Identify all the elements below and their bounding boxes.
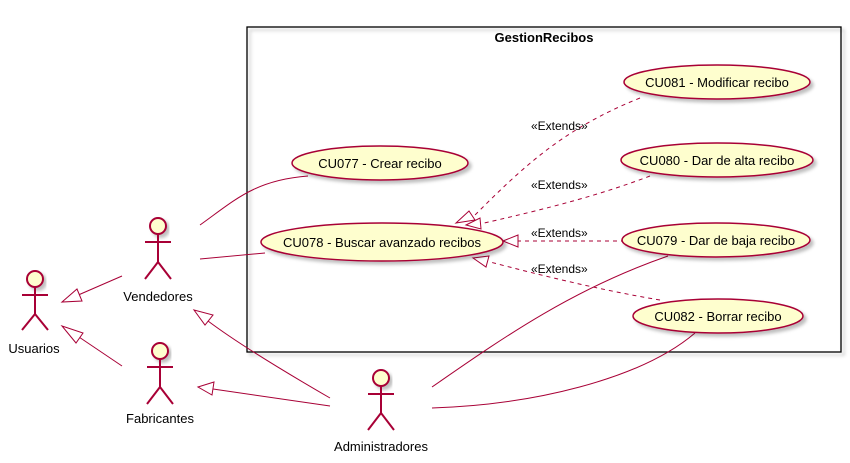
- extends-label: «Extends»: [531, 262, 588, 276]
- association-administradores-cu082: [431, 332, 696, 409]
- extends-arrowhead: [454, 210, 476, 224]
- extends-arrowhead: [464, 217, 482, 230]
- actor-head: [151, 342, 169, 360]
- generalization-arrowhead: [192, 309, 214, 326]
- actor-label-vendedores: Vendedores: [123, 289, 193, 304]
- actor-usuarios: [21, 270, 49, 331]
- association-vendedores-cu078: [199, 252, 266, 260]
- extends-arrowhead: [501, 234, 519, 248]
- generalization-arrowhead: [196, 381, 215, 396]
- generalization-arrowhead: [60, 288, 83, 303]
- actor-head: [372, 369, 390, 387]
- association-administradores-cu079: [431, 255, 669, 388]
- use-cases: [260, 64, 814, 334]
- usecase-cu080: [620, 142, 814, 178]
- extends-cu082-cu078: [489, 261, 661, 301]
- generalization-administradores-vendedores: [207, 320, 331, 399]
- actor-fabricantes: [146, 342, 174, 405]
- connector-lines: [60, 175, 696, 409]
- extends-label: «Extends»: [531, 119, 588, 133]
- actor-vendedores: [144, 217, 172, 280]
- usecase-label-cu078: CU078 - Buscar avanzado recibos: [283, 235, 481, 250]
- generalization-vendedores-usuarios: [75, 275, 123, 297]
- generalization-administradores-fabricantes: [212, 388, 331, 407]
- usecase-cu077: [291, 145, 469, 181]
- extends-cu081-cu078: [469, 97, 641, 221]
- generalization-fabricantes-usuarios: [75, 334, 123, 367]
- extends-lines: [469, 97, 661, 301]
- association-vendedores-cu077: [199, 175, 309, 226]
- actor-body: [367, 386, 395, 431]
- usecase-label-cu082: CU082 - Borrar recibo: [654, 309, 781, 324]
- usecase-cu078: [260, 222, 504, 262]
- extends-cu080-cu078: [479, 175, 651, 225]
- actor-label-usuarios: Usuarios: [8, 341, 60, 356]
- usecase-cu079: [621, 222, 811, 258]
- actor-label-administradores: Administradores: [334, 439, 428, 454]
- system-title: GestionRecibos: [495, 30, 594, 45]
- actor-body: [21, 287, 49, 331]
- actor-head: [149, 217, 167, 235]
- usecase-cu081: [623, 64, 811, 100]
- actor-head: [26, 270, 44, 288]
- actor-body: [146, 359, 174, 405]
- extends-arrowheads: [454, 210, 519, 268]
- usecase-label-cu081: CU081 - Modificar recibo: [645, 75, 789, 90]
- usecase-label-cu080: CU080 - Dar de alta recibo: [640, 153, 795, 168]
- extends-arrowhead: [471, 255, 490, 268]
- actor-administradores: [367, 369, 395, 431]
- extends-label: «Extends»: [531, 226, 588, 240]
- usecase-label-cu077: CU077 - Crear recibo: [318, 156, 442, 171]
- usecase-label-cu079: CU079 - Dar de baja recibo: [637, 233, 795, 248]
- actor-label-fabricantes: Fabricantes: [126, 411, 194, 426]
- extends-label: «Extends»: [531, 178, 588, 192]
- usecase-cu082: [632, 298, 804, 334]
- system-boundary: [246, 26, 842, 353]
- generalization-arrowhead: [60, 324, 84, 344]
- actor-body: [144, 234, 172, 280]
